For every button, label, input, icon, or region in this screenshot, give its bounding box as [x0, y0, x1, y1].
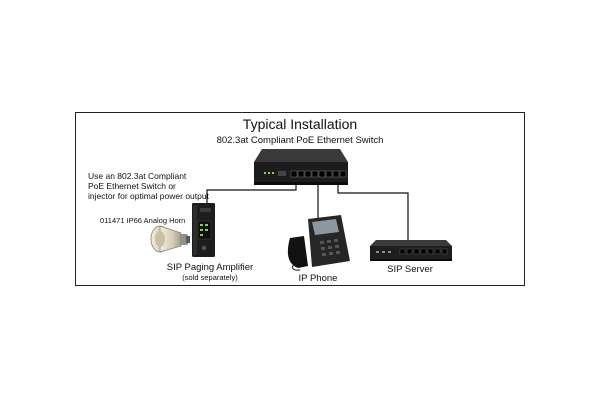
sip-server-icon [370, 240, 452, 261]
analog-horn-icon [150, 225, 190, 253]
server-label: SIP Server [387, 264, 433, 275]
install-note-line-2: PoE Ethernet Switch or [88, 181, 176, 191]
cable-to-server [337, 184, 409, 242]
switch-label: 802.3at Compliant PoE Ethernet Switch [216, 135, 384, 146]
phone-label: IP Phone [298, 273, 338, 284]
amplifier-label: SIP Paging Amplifier [166, 262, 254, 273]
install-note-line-1: Use an 802.3at Compliant [88, 171, 187, 181]
sip-paging-amplifier-icon [192, 203, 215, 257]
install-note: Use an 802.3at Compliant PoE Ethernet Sw… [88, 171, 209, 201]
ip-phone-icon [287, 215, 350, 271]
install-note-line-3: injector for optimal power output [88, 191, 209, 201]
poe-switch-icon [254, 149, 348, 185]
horn-label: 011471 IP66 Analog Horn [100, 216, 186, 225]
cable-to-amplifier [206, 184, 297, 203]
amplifier-sublabel: (sold separately) [182, 273, 238, 282]
diagram-title: Typical Installation [242, 116, 358, 132]
